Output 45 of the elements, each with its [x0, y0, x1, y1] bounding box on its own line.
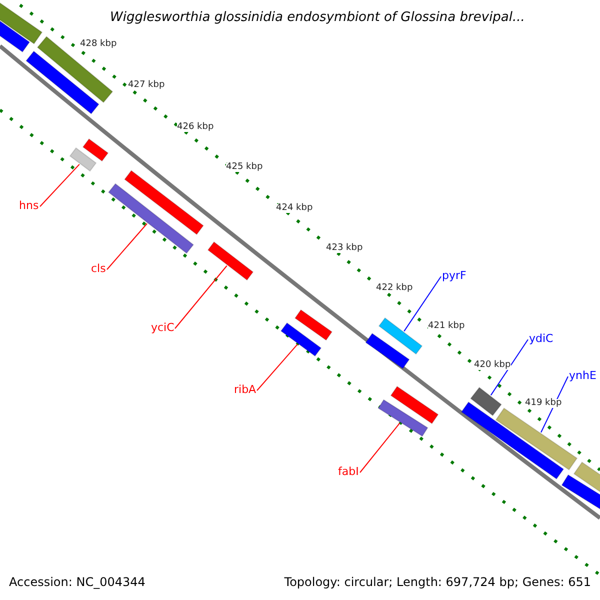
gene-bar [108, 183, 194, 254]
gene-label: pyrF [442, 270, 466, 281]
footer-text: Accession: NC_004344 [9, 576, 146, 588]
gene-label: ribA [234, 384, 256, 395]
tick-label: 423 kbp [326, 244, 363, 253]
tick-label: 421 kbp [428, 322, 465, 331]
leader-line [256, 344, 298, 391]
tick-label: 426 kbp [177, 123, 214, 132]
tick-label: 422 kbp [376, 284, 413, 293]
gene-bar [470, 386, 502, 416]
gene-label: ydiC [529, 333, 554, 344]
tick-label: 424 kbp [276, 204, 313, 213]
gene-label: yciC [151, 322, 174, 333]
gene-bar [365, 332, 410, 370]
tick-label: 428 kbp [80, 40, 117, 49]
leader-line [540, 376, 568, 433]
gene-bar [378, 399, 428, 437]
tick-label: 419 kbp [525, 399, 562, 408]
gene-bar [0, 2, 43, 44]
tick-label: 427 kbp [128, 81, 165, 90]
gene-bar [0, 19, 30, 53]
gene-bar [390, 386, 439, 424]
leader-line [106, 223, 148, 270]
gene-label: cls [91, 263, 106, 274]
tick-label: 425 kbp [226, 163, 263, 172]
gene-label: fabI [338, 466, 359, 477]
gene-bar [69, 147, 97, 172]
footer-text: Topology: circular; Length: 697,724 bp; Genes: 651 [284, 576, 591, 588]
map-title: Wigglesworthia glossinidia endosymbiont of Glossina brevipal... [110, 11, 525, 24]
gene-bar [495, 408, 578, 470]
leader-line [174, 265, 228, 329]
gene-label: hns [19, 200, 39, 211]
tick-label: 420 kbp [474, 361, 511, 370]
gene-bar [26, 50, 100, 114]
gene-bar [294, 309, 333, 341]
gene-bar [378, 317, 423, 355]
leader-line [40, 164, 80, 207]
gene-bar [280, 322, 322, 357]
leader-line [404, 276, 442, 332]
gene-bar [207, 241, 254, 281]
leader-line [360, 422, 400, 473]
gene-bar [82, 138, 109, 162]
gene-bar [124, 170, 204, 236]
leader-line [490, 339, 528, 396]
gene-label: ynhE [569, 370, 596, 381]
